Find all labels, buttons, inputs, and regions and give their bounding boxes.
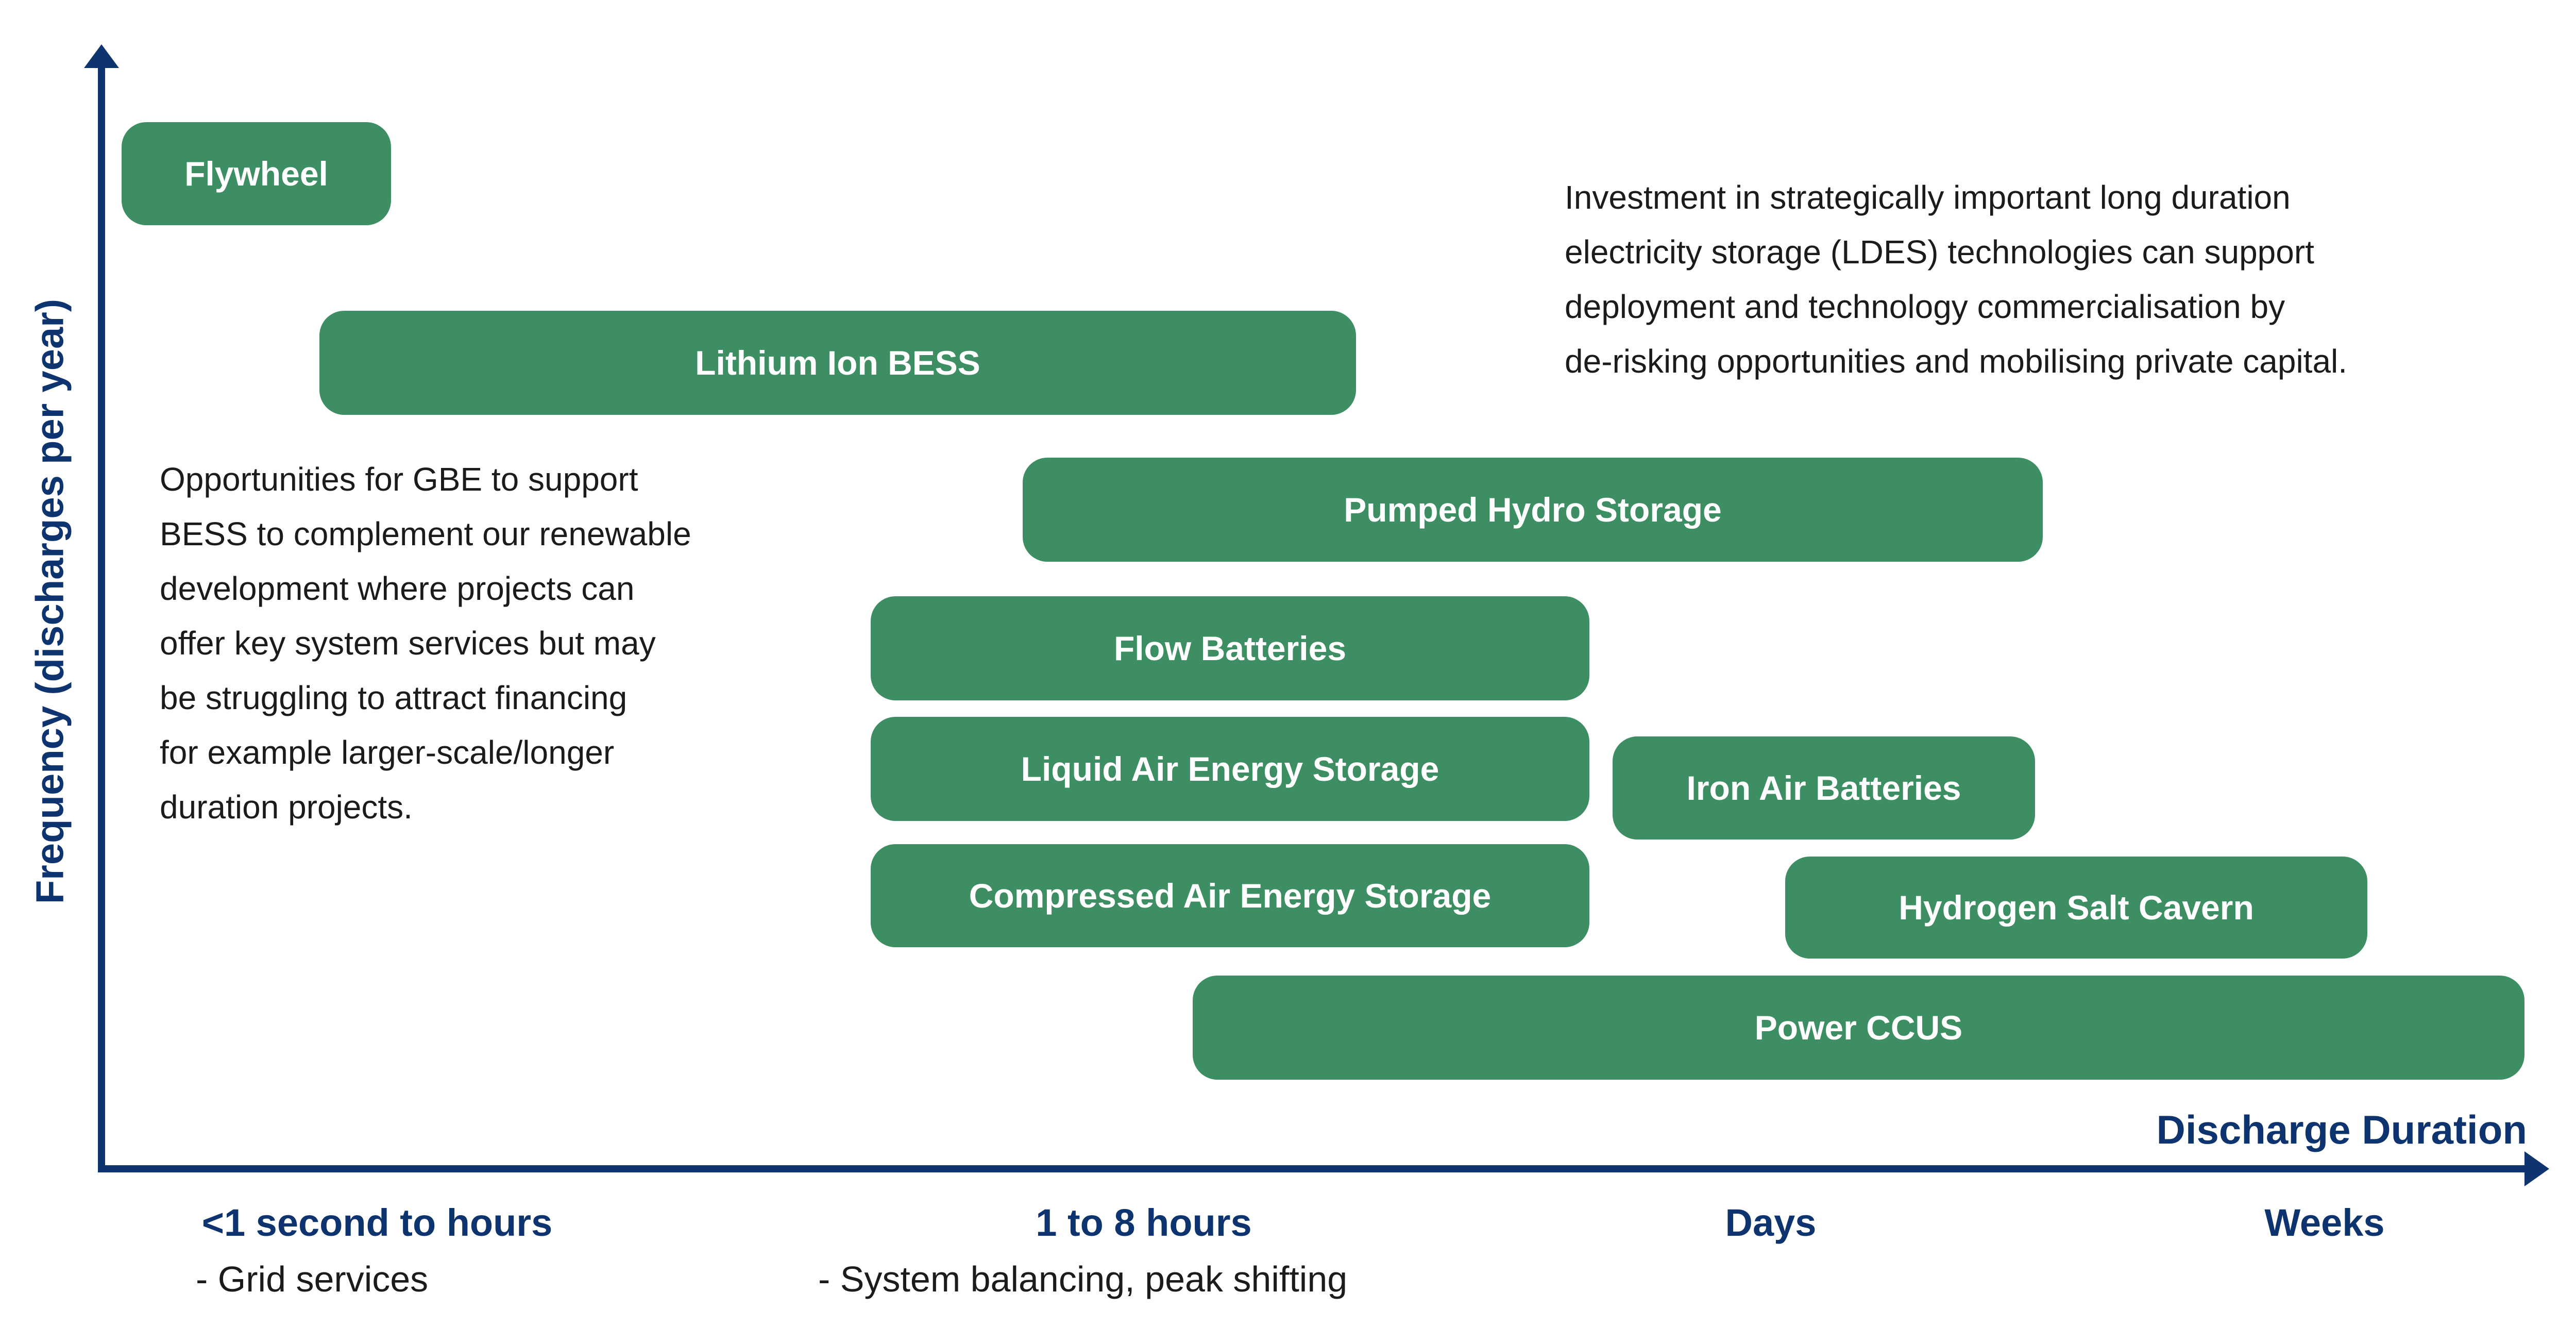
x-tick-note-grid-services: - Grid services	[196, 1259, 429, 1299]
x-tick-1-to-8-hours: 1 to 8 hours	[1036, 1201, 1252, 1244]
bar-liquid-air-energy-storage: Liquid Air Energy Storage	[871, 717, 1589, 821]
x-tick-sub-second-to-hours: <1 second to hours	[201, 1201, 553, 1244]
y-axis-title: Frequency (discharges per year)	[28, 298, 72, 904]
bar-flywheel: Flywheel	[122, 122, 391, 225]
y-axis-arrow-icon	[84, 44, 119, 68]
x-tick-weeks: Weeks	[2264, 1201, 2385, 1244]
bar-label: Compressed Air Energy Storage	[969, 877, 1492, 915]
x-axis-arrow-icon	[2524, 1151, 2549, 1186]
bar-lithium-ion-bess: Lithium Ion BESS	[319, 311, 1356, 415]
bar-label: Liquid Air Energy Storage	[1021, 750, 1439, 788]
bar-label: Lithium Ion BESS	[695, 344, 980, 382]
bar-flow-batteries: Flow Batteries	[871, 596, 1589, 700]
bar-label: Flow Batteries	[1113, 629, 1347, 667]
x-tick-note-system-balancing: - System balancing, peak shifting	[818, 1259, 1348, 1299]
x-tick-days: Days	[1725, 1201, 1817, 1244]
bar-label: Flywheel	[184, 155, 328, 193]
bar-label: Power CCUS	[1754, 1009, 1963, 1047]
bar-label: Hydrogen Salt Cavern	[1899, 888, 2254, 927]
x-axis-title: Discharge Duration	[2156, 1107, 2527, 1152]
bar-hydrogen-salt-cavern: Hydrogen Salt Cavern	[1785, 857, 2367, 959]
y-axis-line	[98, 67, 105, 1172]
bar-power-ccus: Power CCUS	[1193, 976, 2524, 1080]
bar-pumped-hydro-storage: Pumped Hydro Storage	[1023, 458, 2043, 562]
bar-iron-air-batteries: Iron Air Batteries	[1613, 736, 2035, 840]
annotation-gbe-bess-support: Opportunities for GBE to support BESS to…	[160, 461, 691, 826]
bar-label: Pumped Hydro Storage	[1344, 491, 1722, 529]
bar-label: Iron Air Batteries	[1686, 769, 1961, 807]
annotation-ldes-investment: Investment in strategically important lo…	[1565, 179, 2348, 380]
bar-compressed-air-energy-storage: Compressed Air Energy Storage	[871, 844, 1589, 947]
x-axis-line	[98, 1165, 2526, 1172]
